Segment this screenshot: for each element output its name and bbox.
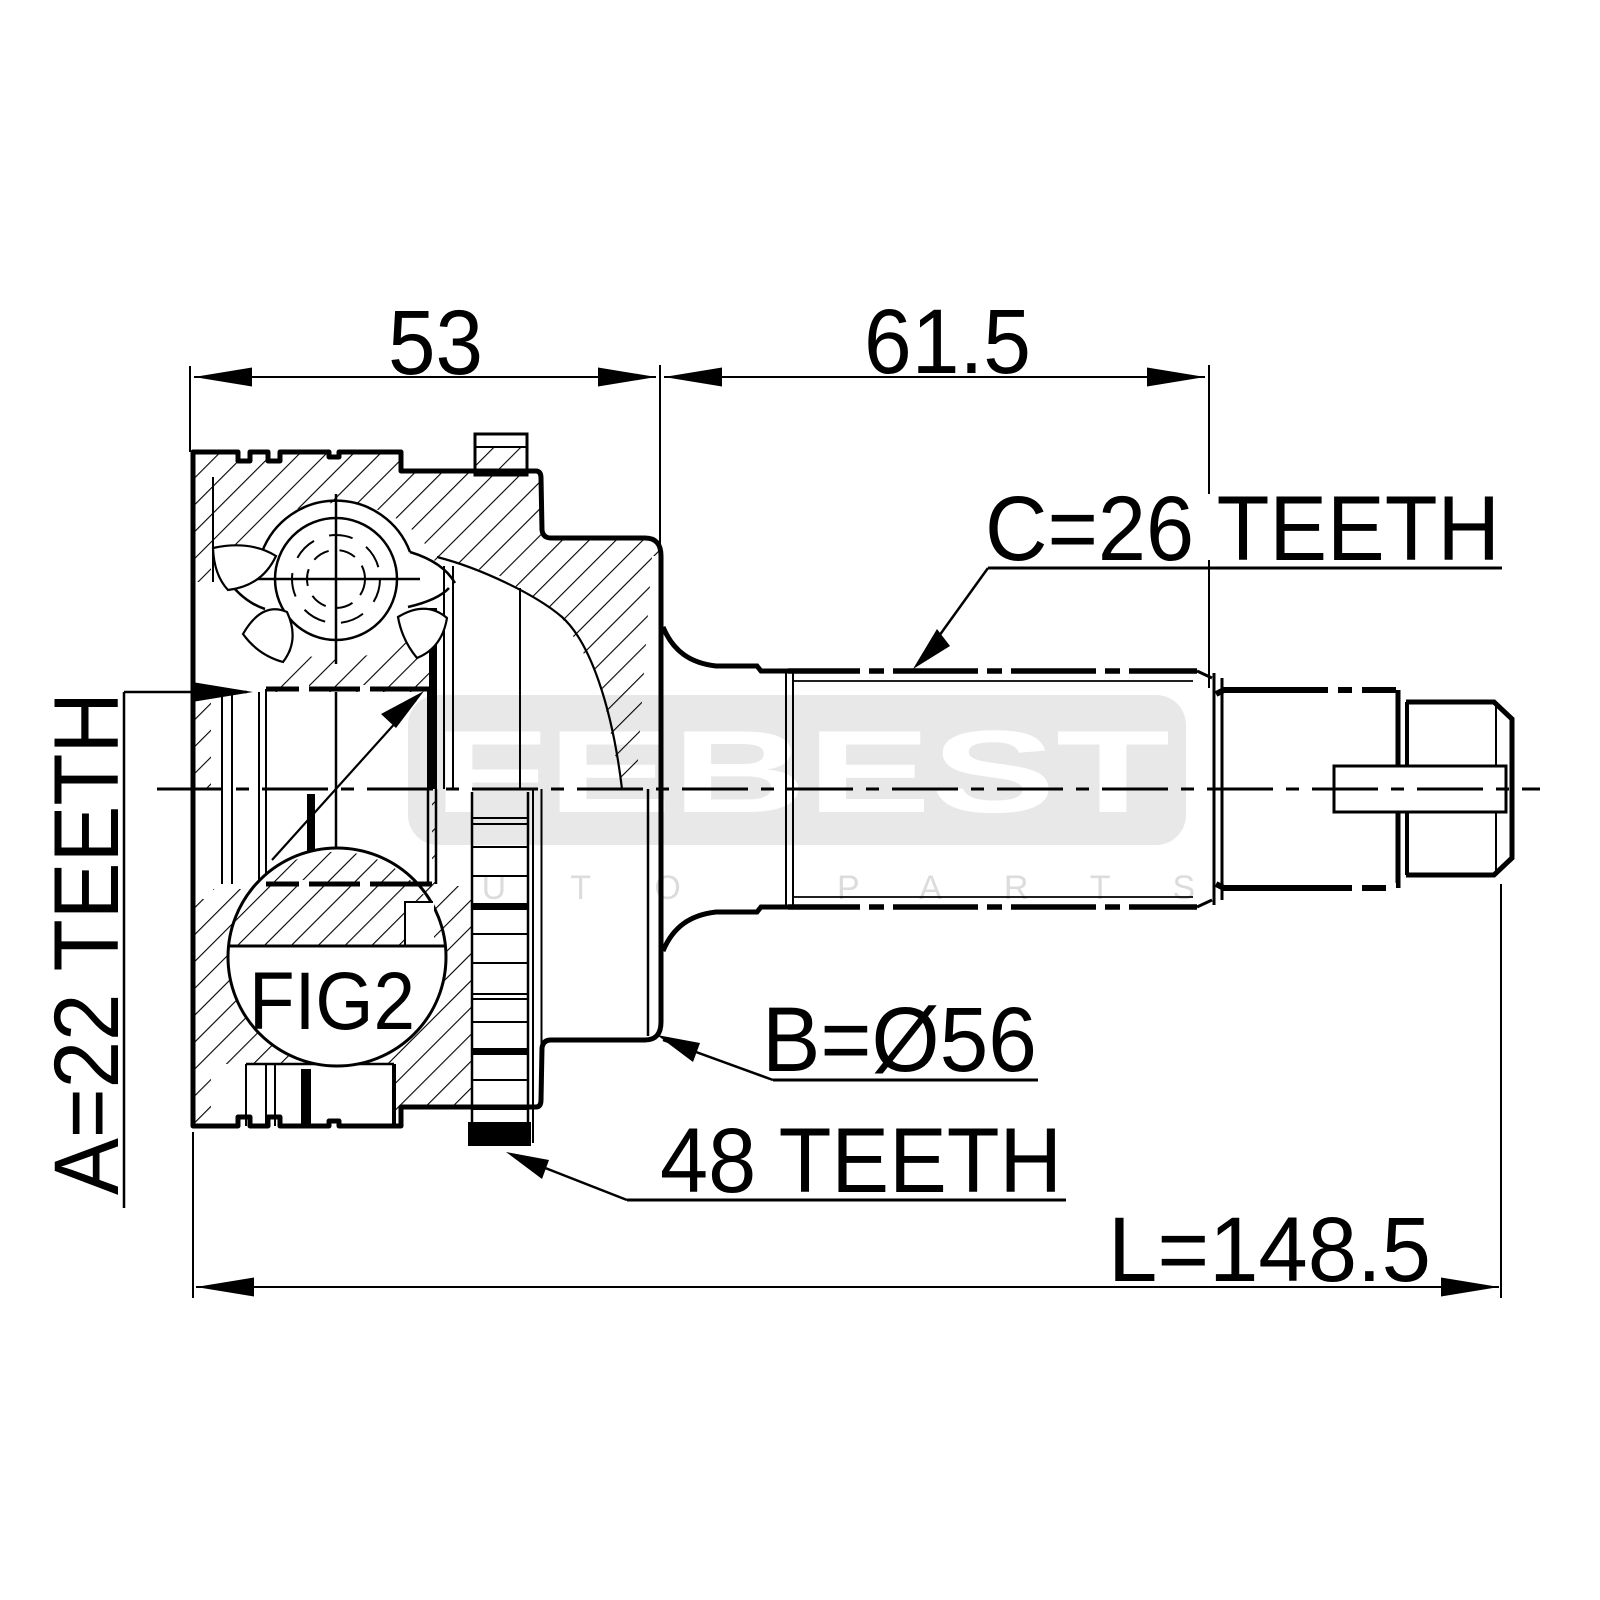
svg-text:FIG2: FIG2 (249, 956, 415, 1047)
svg-text:53: 53 (388, 292, 483, 394)
svg-text:B=Ø56: B=Ø56 (762, 989, 1037, 1091)
svg-text:A=22 TEETH: A=22 TEETH (36, 692, 138, 1195)
svg-text:L=148.5: L=148.5 (1108, 1199, 1431, 1301)
svg-text:C=26 TEETH: C=26 TEETH (985, 478, 1500, 580)
svg-text:61.5: 61.5 (864, 291, 1031, 393)
svg-text:PARTS: PARTS (837, 869, 1257, 907)
svg-text:48 TEETH: 48 TEETH (660, 1110, 1062, 1212)
